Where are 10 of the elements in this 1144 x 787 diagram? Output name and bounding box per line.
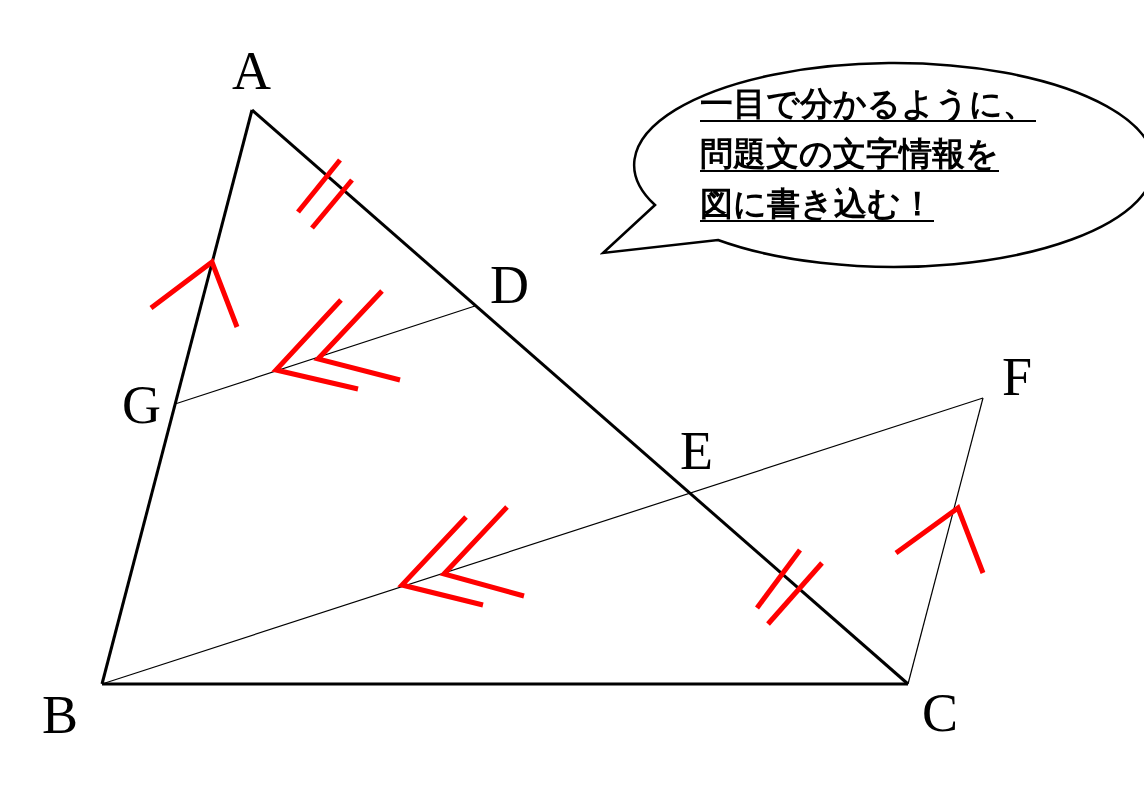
point-label: B	[42, 688, 79, 742]
bubble-text: 一目で分かるように、	[700, 85, 1036, 123]
point-label: F	[1002, 350, 1033, 404]
point-label: A	[232, 44, 271, 98]
bubble-text: 図に書き込む！	[700, 185, 934, 223]
point-label: G	[122, 378, 161, 432]
point-label: E	[680, 424, 713, 478]
point-label: D	[490, 258, 529, 312]
point-label: C	[922, 686, 959, 740]
bubble-text: 問題文の文字情報を	[700, 135, 999, 173]
